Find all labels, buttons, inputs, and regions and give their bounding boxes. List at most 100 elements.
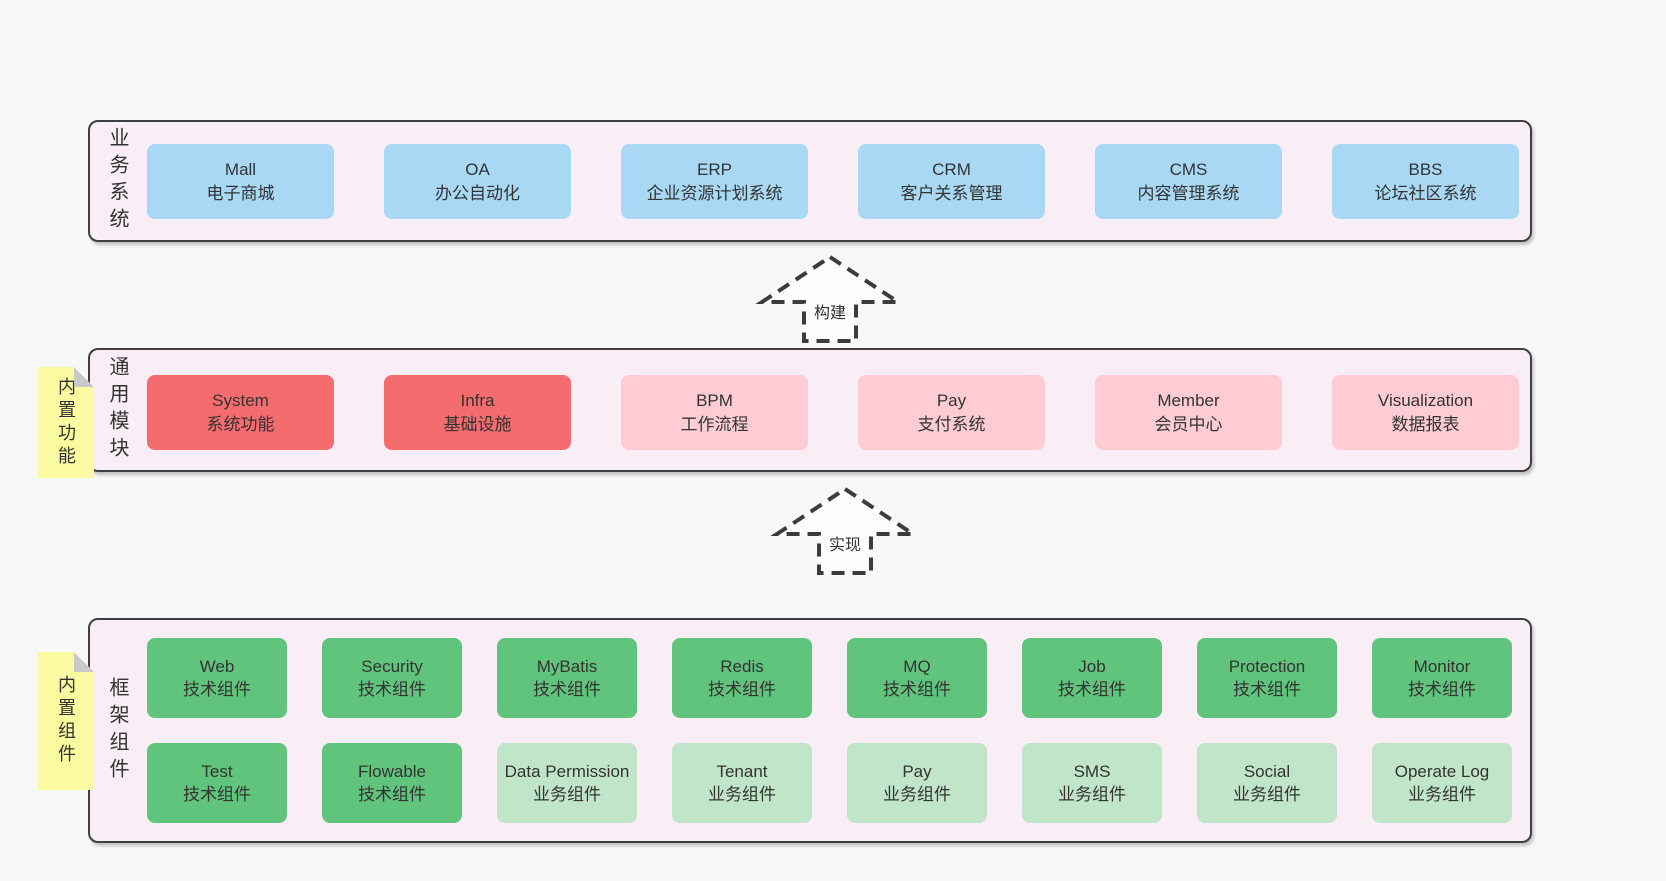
node-title: System bbox=[212, 390, 269, 410]
node-title: Data Permission bbox=[504, 762, 630, 781]
node-title: MyBatis bbox=[536, 657, 598, 676]
node-title: Operate Log bbox=[1394, 762, 1490, 781]
node-mall: Mall 电子商城 bbox=[147, 144, 334, 219]
panel-components-label: 框架组件 bbox=[106, 676, 128, 785]
node-subtitle: 技术组件 bbox=[1233, 680, 1301, 699]
node-crm: CRM 客户关系管理 bbox=[858, 144, 1045, 219]
node-protection: Protection 技术组件 bbox=[1197, 638, 1337, 718]
node-mq: MQ 技术组件 bbox=[847, 638, 987, 718]
node-subtitle: 内容管理系统 bbox=[1137, 183, 1240, 203]
node-title: Visualization bbox=[1377, 390, 1474, 410]
node-subtitle: 电子商城 bbox=[206, 183, 275, 203]
node-title: Test bbox=[201, 762, 233, 781]
node-title: CRM bbox=[932, 159, 971, 179]
node-title: Mall bbox=[224, 159, 257, 179]
node-title: MQ bbox=[903, 657, 931, 676]
business-box-row: Mall 电子商城 OA 办公自动化 ERP 企业资源计划系统 CRM 客户关系… bbox=[147, 144, 1519, 219]
node-subtitle: 技术组件 bbox=[358, 785, 426, 804]
sticky-note-text: 内置组件 bbox=[56, 675, 76, 767]
node-subtitle: 业务组件 bbox=[708, 785, 776, 804]
node-title: Tenant bbox=[716, 762, 768, 781]
node-title: OA bbox=[465, 159, 490, 179]
node-subtitle: 技术组件 bbox=[708, 680, 776, 699]
node-subtitle: 工作流程 bbox=[680, 414, 749, 434]
node-flowable: Flowable 技术组件 bbox=[322, 743, 462, 823]
node-subtitle: 系统功能 bbox=[206, 414, 275, 434]
node-title: Monitor bbox=[1413, 657, 1471, 676]
node-redis: Redis 技术组件 bbox=[672, 638, 812, 718]
node-title: Web bbox=[199, 657, 235, 676]
implement-arrow-label: 实现 bbox=[826, 531, 864, 555]
node-subtitle: 技术组件 bbox=[183, 680, 251, 699]
node-erp: ERP 企业资源计划系统 bbox=[621, 144, 808, 219]
node-monitor: Monitor 技术组件 bbox=[1372, 638, 1512, 718]
node-subtitle: 技术组件 bbox=[1408, 680, 1476, 699]
node-subtitle: 企业资源计划系统 bbox=[646, 183, 783, 203]
node-title: Pay bbox=[902, 762, 932, 781]
node-tenant: Tenant 业务组件 bbox=[672, 743, 812, 823]
node-title: Member bbox=[1157, 390, 1220, 410]
node-security: Security 技术组件 bbox=[322, 638, 462, 718]
panel-modules-label: 通用模块 bbox=[106, 356, 128, 464]
node-subtitle: 客户关系管理 bbox=[900, 183, 1003, 203]
node-subtitle: 支付系统 bbox=[917, 414, 986, 434]
node-bpm: BPM 工作流程 bbox=[621, 375, 808, 450]
sticky-note-built-in-functions: 内置功能 bbox=[38, 367, 94, 478]
node-mybatis: MyBatis 技术组件 bbox=[497, 638, 637, 718]
node-system: System 系统功能 bbox=[147, 375, 334, 450]
node-sms: SMS 业务组件 bbox=[1022, 743, 1162, 823]
node-test: Test 技术组件 bbox=[147, 743, 287, 823]
node-title: Job bbox=[1078, 657, 1106, 676]
node-title: Social bbox=[1243, 762, 1291, 781]
panel-business-label: 业务系统 bbox=[106, 127, 128, 235]
node-subtitle: 技术组件 bbox=[883, 680, 951, 699]
node-title: BPM bbox=[696, 390, 733, 410]
node-bbs: BBS 论坛社区系统 bbox=[1332, 144, 1519, 219]
node-subtitle: 论坛社区系统 bbox=[1374, 183, 1477, 203]
build-arrow-label: 构建 bbox=[811, 299, 849, 323]
node-pay-component: Pay 业务组件 bbox=[847, 743, 987, 823]
node-subtitle: 业务组件 bbox=[883, 785, 951, 804]
node-subtitle: 技术组件 bbox=[183, 785, 251, 804]
panel-framework-components: 框架组件 Web 技术组件 Security 技术组件 MyBatis 技术组件… bbox=[88, 618, 1532, 843]
node-subtitle: 技术组件 bbox=[1058, 680, 1126, 699]
node-subtitle: 办公自动化 bbox=[435, 183, 520, 203]
node-title: CMS bbox=[1169, 159, 1208, 179]
node-subtitle: 会员中心 bbox=[1154, 414, 1223, 434]
node-infra: Infra 基础设施 bbox=[384, 375, 571, 450]
node-title: Infra bbox=[460, 390, 495, 410]
node-title: Protection bbox=[1228, 657, 1306, 676]
node-web: Web 技术组件 bbox=[147, 638, 287, 718]
node-member: Member 会员中心 bbox=[1095, 375, 1282, 450]
node-operate-log: Operate Log 业务组件 bbox=[1372, 743, 1512, 823]
node-job: Job 技术组件 bbox=[1022, 638, 1162, 718]
panel-common-modules: 通用模块 System 系统功能 Infra 基础设施 BPM 工作流程 Pay… bbox=[88, 348, 1532, 472]
node-title: ERP bbox=[697, 159, 732, 179]
node-title: Security bbox=[361, 657, 423, 676]
node-visualization: Visualization 数据报表 bbox=[1332, 375, 1519, 450]
node-oa: OA 办公自动化 bbox=[384, 144, 571, 219]
node-title: BBS bbox=[1408, 159, 1443, 179]
modules-box-row: System 系统功能 Infra 基础设施 BPM 工作流程 Pay 支付系统… bbox=[147, 375, 1519, 450]
node-social: Social 业务组件 bbox=[1197, 743, 1337, 823]
node-subtitle: 业务组件 bbox=[1408, 785, 1476, 804]
node-subtitle: 数据报表 bbox=[1391, 414, 1460, 434]
node-title: Redis bbox=[720, 657, 764, 676]
node-pay-system: Pay 支付系统 bbox=[858, 375, 1045, 450]
node-subtitle: 业务组件 bbox=[533, 785, 601, 804]
node-subtitle: 技术组件 bbox=[358, 680, 426, 699]
node-title: SMS bbox=[1073, 762, 1111, 781]
panel-business-systems: 业务系统 Mall 电子商城 OA 办公自动化 ERP 企业资源计划系统 CRM… bbox=[88, 120, 1532, 242]
node-subtitle: 业务组件 bbox=[1233, 785, 1301, 804]
node-data-permission: Data Permission 业务组件 bbox=[497, 743, 637, 823]
node-title: Flowable bbox=[357, 762, 427, 781]
implement-arrow-icon: 实现 bbox=[765, 486, 925, 576]
node-subtitle: 业务组件 bbox=[1058, 785, 1126, 804]
components-box-row-1: Web 技术组件 Security 技术组件 MyBatis 技术组件 Redi… bbox=[147, 638, 1512, 718]
components-box-row-2: Test 技术组件 Flowable 技术组件 Data Permission … bbox=[147, 743, 1512, 823]
node-subtitle: 技术组件 bbox=[533, 680, 601, 699]
build-arrow-icon: 构建 bbox=[750, 254, 910, 344]
node-subtitle: 基础设施 bbox=[443, 414, 512, 434]
node-cms: CMS 内容管理系统 bbox=[1095, 144, 1282, 219]
